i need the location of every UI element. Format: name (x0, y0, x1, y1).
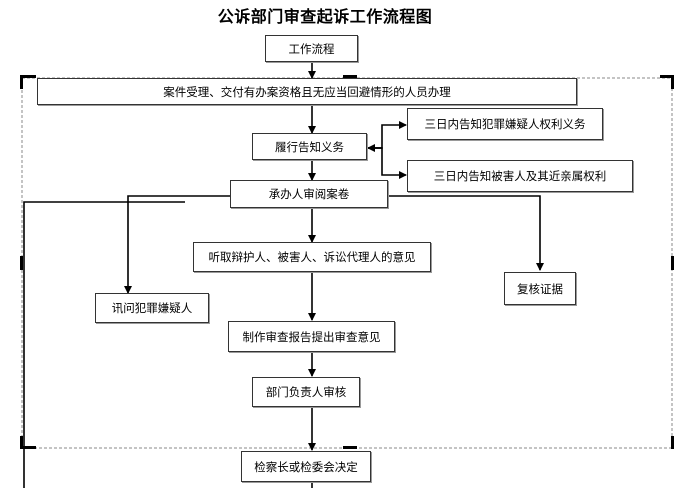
node-notify-duty: 履行告知义务 (252, 133, 367, 160)
node-notify-suspect: 三日内告知犯罪嫌疑人权利义务 (407, 108, 603, 140)
node-hear-opinions: 听取辩护人、被害人、诉讼代理人的意见 (193, 242, 431, 272)
node-notify-victim: 三日内告知被害人及其近亲属权利 (407, 160, 633, 192)
edge-notify-victim (367, 147, 407, 179)
node-workflow: 工作流程 (265, 35, 358, 62)
node-verify-evidence: 复核证据 (504, 272, 576, 305)
frame-corner-bl-v (20, 436, 23, 449)
node-review-file: 承办人审阅案卷 (230, 180, 388, 208)
edge-loop-left (23, 201, 185, 488)
frame-corner-tr-h (660, 75, 674, 78)
frame-corner-tl-v (20, 75, 23, 89)
node-interrogate: 讯问犯罪嫌疑人 (95, 293, 209, 323)
frame-mark-bottom-mid (343, 446, 357, 449)
frame-mark-left-mid (20, 256, 23, 270)
node-review-report: 制作审查报告提出审查意见 (228, 321, 395, 352)
node-dept-head: 部门负责人审核 (252, 377, 360, 407)
frame-corner-tr-v (671, 75, 674, 89)
edge-notify-suspect (367, 121, 407, 149)
frame-mark-right-mid (671, 256, 674, 270)
node-decision: 检察长或检委会决定 (241, 451, 371, 482)
frame-mark-top-mid (343, 75, 357, 78)
node-case-intake: 案件受理、交付有办案资格且无应当回避情形的人员办理 (37, 78, 577, 105)
diagram-title: 公诉部门审查起诉工作流程图 (217, 7, 433, 26)
frame-corner-bl-h (20, 446, 36, 449)
frame-corner-br-v (671, 436, 674, 449)
edge-review-interrogate (124, 195, 230, 294)
frame-corner-tl-h (20, 75, 36, 78)
edge-review-verify (388, 195, 544, 271)
